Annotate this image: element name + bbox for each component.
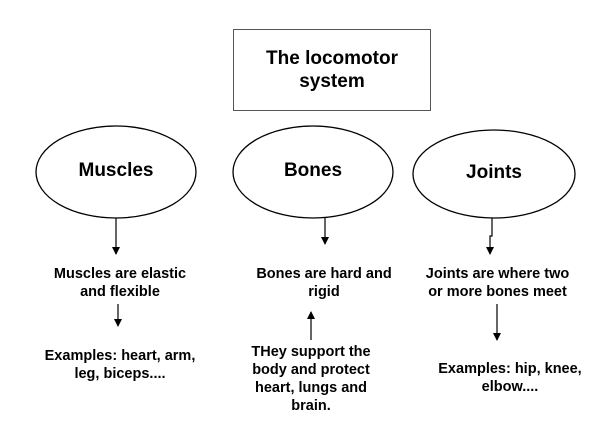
muscles-label: Muscles [78, 160, 154, 181]
joints-label: Joints [466, 162, 522, 183]
title-box: The locomotor system [233, 29, 431, 111]
muscles-description: Muscles are elastic and flexible [53, 266, 187, 300]
arrow-joints-to-description [486, 218, 494, 255]
bones-support: THey support the body and protect heart,… [251, 344, 371, 414]
joints-examples: Examples: hip, knee, elbow.... [438, 361, 582, 395]
title-text: The locomotor system [266, 48, 398, 92]
joints-oval [412, 129, 576, 219]
bones-oval [232, 125, 394, 219]
bones-label: Bones [283, 160, 343, 181]
muscles-examples: Examples: heart, arm, leg, biceps.... [44, 348, 196, 382]
bones-description: Bones are hard and rigid [256, 266, 392, 300]
joints-description: Joints are where two or more bones meet [425, 266, 570, 300]
